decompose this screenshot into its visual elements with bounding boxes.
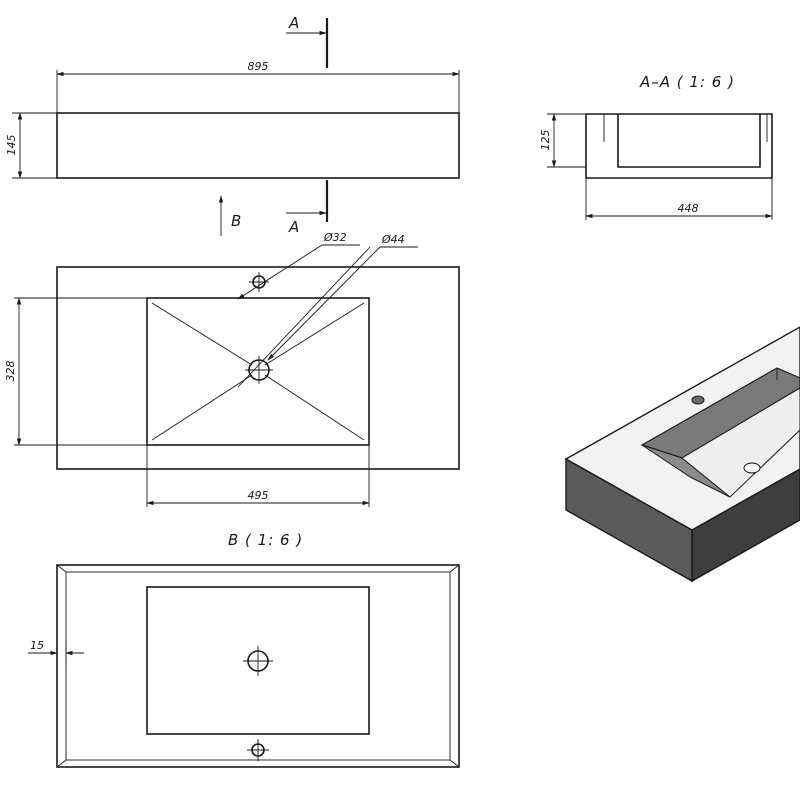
dimension-d44: Ø44 xyxy=(381,233,405,246)
bottom-view: B ( 1: 6 ) 15 xyxy=(28,531,460,768)
section-title: A–A ( 1: 6 ) xyxy=(639,73,735,91)
bowl-outline xyxy=(146,297,370,446)
section-outline xyxy=(585,113,773,179)
section-mark-bottom: A xyxy=(288,218,299,236)
top-view-outline xyxy=(56,266,460,470)
front-view: 895 145 A A B xyxy=(5,14,460,236)
dimension-495: 495 xyxy=(248,489,269,502)
iso-bowl-floor xyxy=(681,387,800,498)
section-view: A–A ( 1: 6 ) 125 448 xyxy=(539,73,773,220)
front-view-outline xyxy=(56,112,460,179)
dimension-895: 895 xyxy=(248,60,269,73)
section-mark-top: A xyxy=(288,14,299,32)
dimension-448: 448 xyxy=(678,202,699,215)
dimension-125: 125 xyxy=(539,130,552,151)
isometric-view xyxy=(564,326,800,583)
dimension-d32: Ø32 xyxy=(323,231,347,244)
bottom-bowl-outline xyxy=(146,586,370,735)
view-arrow-label: B xyxy=(231,212,241,230)
dimension-328: 328 xyxy=(4,361,17,382)
bottom-view-outline xyxy=(56,564,460,768)
section-bowl-cavity xyxy=(617,114,761,168)
iso-drain-hole xyxy=(743,462,761,474)
top-view: Ø32 Ø44 328 495 xyxy=(4,231,460,507)
iso-tap-hole xyxy=(691,395,705,405)
dimension-15: 15 xyxy=(30,639,44,652)
dimension-145: 145 xyxy=(5,135,18,156)
view-b-title: B ( 1: 6 ) xyxy=(228,531,303,549)
